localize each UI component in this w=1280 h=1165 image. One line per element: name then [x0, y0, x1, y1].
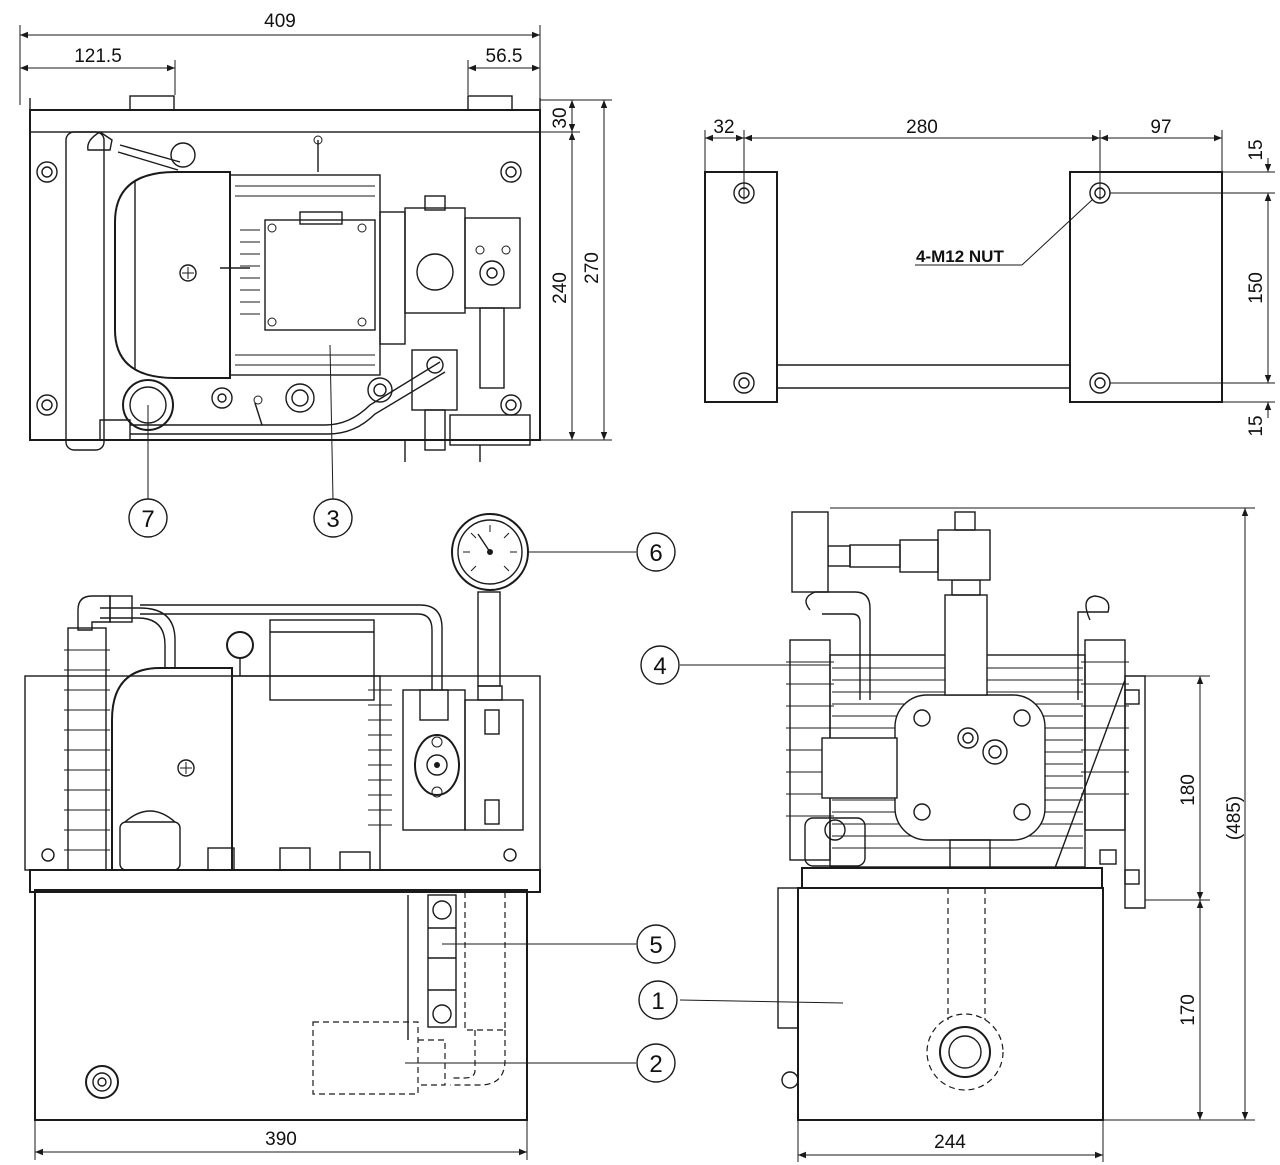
- motor-fins-front: [368, 689, 392, 826]
- svg-text:2: 2: [649, 1051, 662, 1078]
- footprint-dimensions: [704, 130, 1275, 418]
- corner-bolt-icon: [36, 161, 522, 416]
- nut-icon: [733, 182, 1111, 394]
- motor-fins: [235, 185, 375, 366]
- svg-text:6: 6: [649, 540, 662, 567]
- svg-text:1: 1: [651, 988, 664, 1015]
- footprint-view: [704, 171, 1223, 403]
- top-view: [29, 95, 541, 501]
- balloon-2: 2: [636, 1043, 676, 1083]
- balloon-7: 7: [128, 498, 168, 538]
- front-view-dimensions: [34, 1120, 528, 1160]
- balloon-3: 3: [313, 498, 353, 538]
- gauge-ticks: [463, 525, 517, 572]
- dim-top-overall: 409: [264, 11, 296, 32]
- dim-plate-mid: 280: [906, 117, 938, 138]
- svg-text:7: 7: [141, 506, 154, 533]
- top-view-dimensions: [19, 25, 612, 441]
- dim-top-left-offset: 121.5: [74, 46, 122, 67]
- balloon-4: 4: [640, 645, 680, 685]
- balloon-5: 5: [636, 924, 676, 964]
- dim-front-width: 390: [265, 1129, 297, 1150]
- svg-text:3: 3: [326, 506, 339, 533]
- dim-side-width: 244: [934, 1132, 966, 1153]
- svg-text:5: 5: [649, 932, 662, 959]
- dim-plate-right: 97: [1150, 117, 1171, 138]
- balloon-6: 6: [636, 532, 676, 572]
- side-view: [679, 511, 1146, 1121]
- radiator-fins: [64, 649, 110, 851]
- dim-side-total: (485): [1224, 796, 1245, 840]
- dim-top-right-offset: 56.5: [486, 46, 523, 67]
- side-radiator-fins: [786, 661, 1129, 817]
- dim-plate-150: 150: [1246, 272, 1267, 304]
- nut-label: 4-M12 NUT: [916, 247, 1004, 266]
- svg-text:4: 4: [653, 653, 666, 680]
- dim-side-180: 180: [1178, 774, 1199, 806]
- dim-top-side-240: 240: [550, 272, 571, 304]
- dim-side-170: 170: [1178, 994, 1199, 1026]
- dim-plate-top-15: 15: [1246, 139, 1267, 160]
- dim-plate-bottom-15: 15: [1246, 415, 1267, 436]
- dim-plate-left: 32: [713, 117, 734, 138]
- dim-top-side-30: 30: [550, 107, 571, 128]
- front-view: [24, 513, 636, 1121]
- dim-top-side-270: 270: [582, 252, 603, 284]
- side-view-dimensions: [797, 507, 1255, 1162]
- balloon-1: 1: [638, 980, 678, 1020]
